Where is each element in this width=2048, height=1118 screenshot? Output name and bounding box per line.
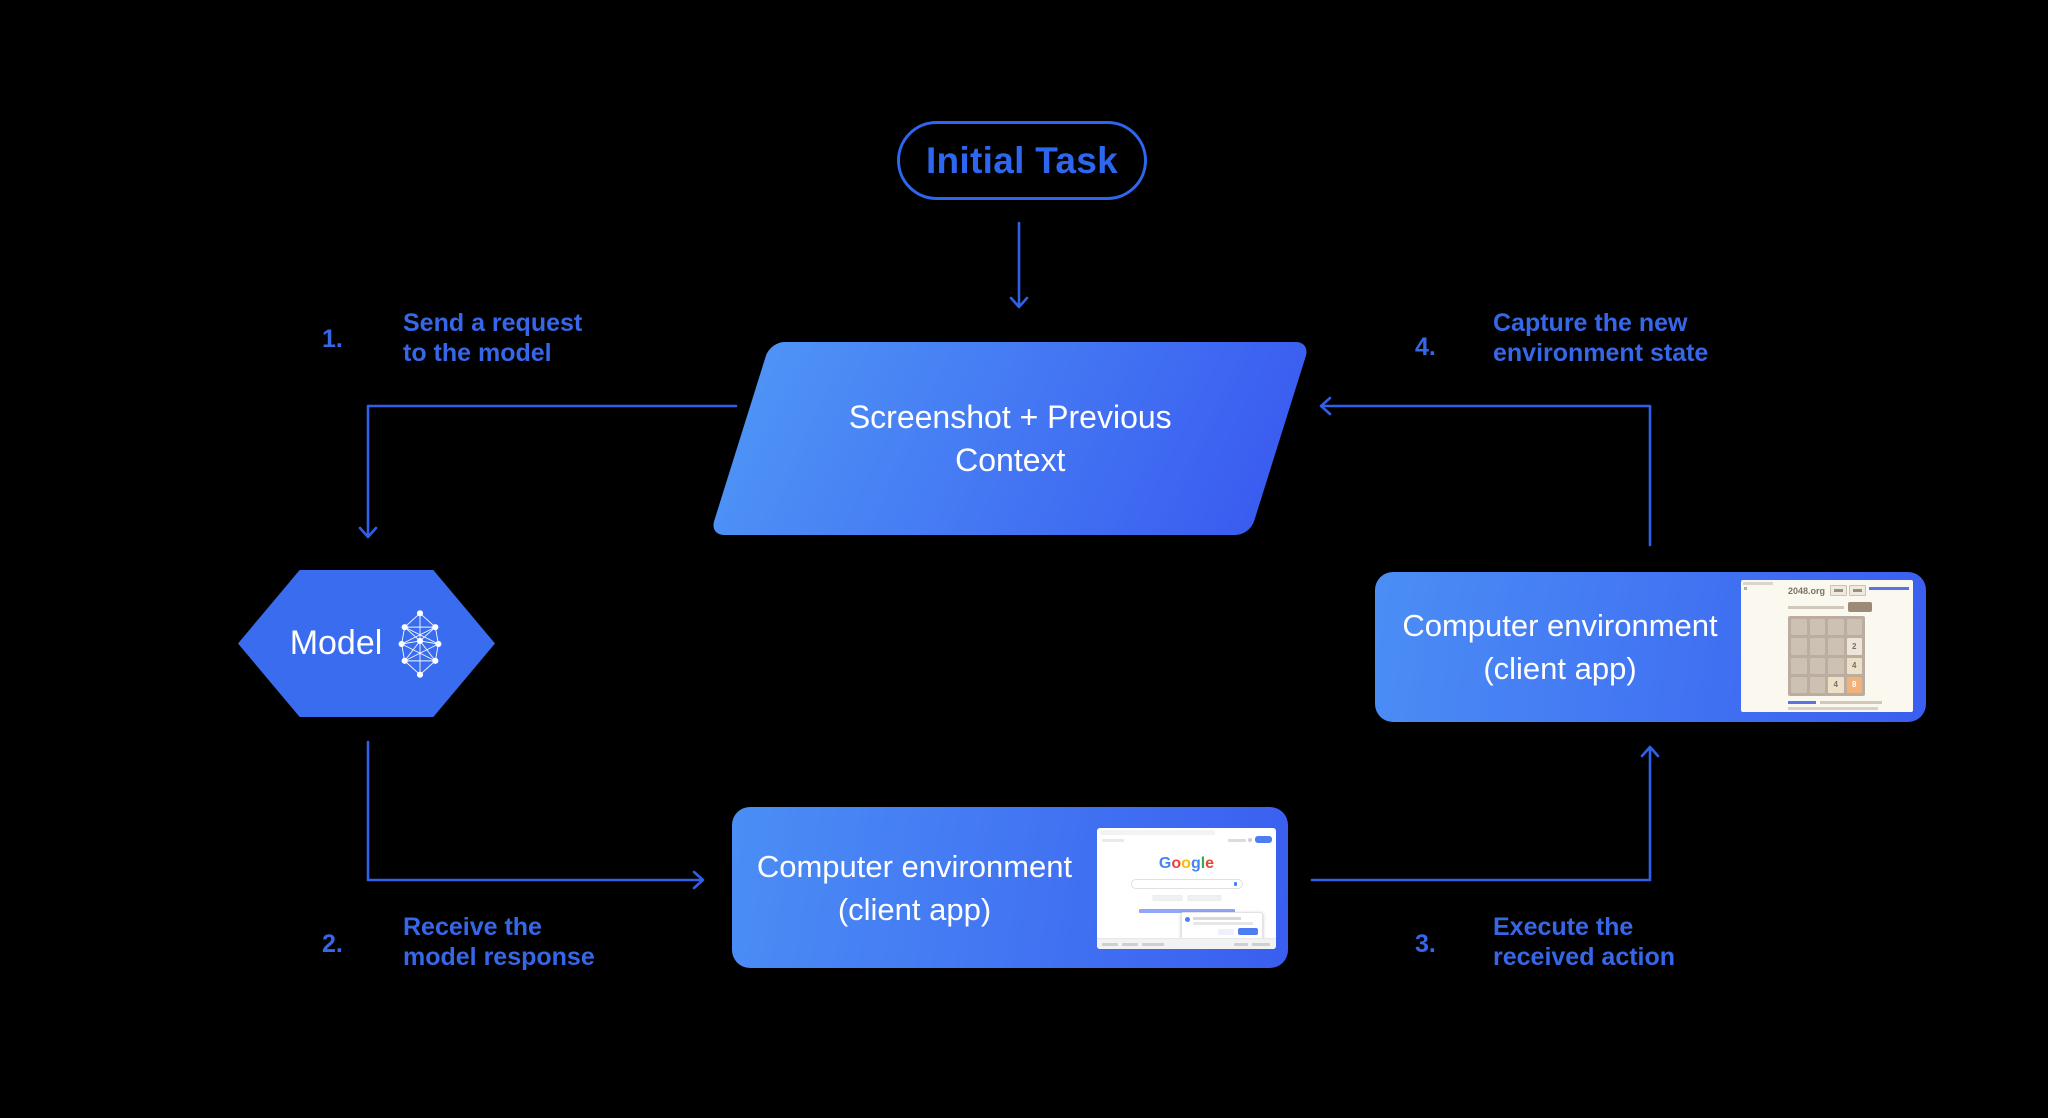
computer-environment-node-bottom: Computer environment (client app) Google bbox=[732, 807, 1288, 968]
gmail-images-links bbox=[1228, 839, 1246, 842]
dialog-signin-button bbox=[1238, 928, 1258, 935]
step-1-label: Send a request to the model bbox=[403, 309, 583, 367]
arrowhead-down-icon bbox=[358, 526, 378, 539]
apps-grid-icon bbox=[1248, 838, 1252, 842]
screenshot-context-node: Screenshot + Previous Context bbox=[709, 342, 1311, 535]
sign-in-button bbox=[1255, 836, 1272, 843]
connector-env-to-context bbox=[1319, 396, 1652, 547]
neural-network-icon bbox=[398, 609, 442, 678]
nav-links bbox=[1102, 839, 1124, 842]
computer-environment-label: Computer environment (client app) bbox=[756, 848, 1073, 927]
game-grid: 2 4 4 8 bbox=[1788, 616, 1865, 696]
new-game-button bbox=[1848, 602, 1872, 612]
arrowhead-right-icon bbox=[692, 870, 705, 890]
browser-tab bbox=[1743, 582, 1773, 585]
score-box bbox=[1830, 585, 1847, 596]
google-homepage-thumbnail: Google bbox=[1097, 828, 1276, 949]
google-search-button bbox=[1152, 895, 1182, 901]
address-bar bbox=[1100, 830, 1215, 835]
connector-env-to-env bbox=[1310, 745, 1660, 882]
connector-model-to-env bbox=[366, 740, 705, 890]
computer-environment-node-right: Computer environment (client app) 2048.o… bbox=[1375, 572, 1926, 722]
best-box bbox=[1849, 585, 1866, 596]
header-link bbox=[1869, 587, 1909, 590]
mic-icon bbox=[1233, 882, 1237, 886]
model-label: Model bbox=[289, 624, 383, 662]
initial-task-node: Initial Task bbox=[897, 121, 1147, 200]
dialog-dismiss-button bbox=[1218, 929, 1234, 935]
2048-game-thumbnail: 2048.org 2 4 bbox=[1741, 580, 1913, 712]
step-3-number: 3. bbox=[1415, 930, 1436, 958]
step-4-label: Capture the new environment state bbox=[1493, 309, 1709, 367]
screenshot-context-label: Screenshot + Previous Context bbox=[848, 398, 1172, 478]
tile-2: 2 bbox=[1846, 638, 1862, 655]
sign-in-dialog bbox=[1181, 912, 1263, 940]
how-to-play-link bbox=[1788, 701, 1816, 704]
google-g-icon bbox=[1185, 917, 1190, 922]
arrowhead-down-icon bbox=[1009, 296, 1029, 309]
feeling-lucky-button bbox=[1187, 895, 1221, 901]
tagline-text bbox=[1788, 606, 1844, 609]
step-3-label: Execute the received action bbox=[1493, 913, 1676, 971]
search-input bbox=[1130, 879, 1243, 889]
tile-4: 4 bbox=[1846, 657, 1862, 674]
footer-bar bbox=[1097, 938, 1276, 949]
site-title: 2048.org bbox=[1788, 586, 1826, 596]
score-boxes bbox=[1830, 585, 1866, 596]
model-node: Model bbox=[238, 570, 495, 717]
language-links bbox=[1138, 909, 1235, 913]
arrowhead-up-icon bbox=[1640, 745, 1660, 758]
connector-task-to-context bbox=[1009, 221, 1029, 309]
arrowhead-left-icon bbox=[1319, 396, 1332, 416]
connector-context-to-model bbox=[358, 404, 738, 539]
step-2-label: Receive the model response bbox=[403, 913, 595, 971]
tile-4: 4 bbox=[1828, 676, 1844, 693]
initial-task-label: Initial Task bbox=[925, 139, 1119, 181]
google-logo: Google bbox=[1158, 855, 1215, 872]
step-2-number: 2. bbox=[322, 930, 343, 958]
step-4-number: 4. bbox=[1415, 333, 1436, 361]
search-buttons bbox=[1152, 895, 1221, 901]
computer-environment-label: Computer environment (client app) bbox=[1402, 608, 1718, 686]
step-1-number: 1. bbox=[322, 325, 343, 353]
tile-8: 8 bbox=[1846, 676, 1862, 693]
